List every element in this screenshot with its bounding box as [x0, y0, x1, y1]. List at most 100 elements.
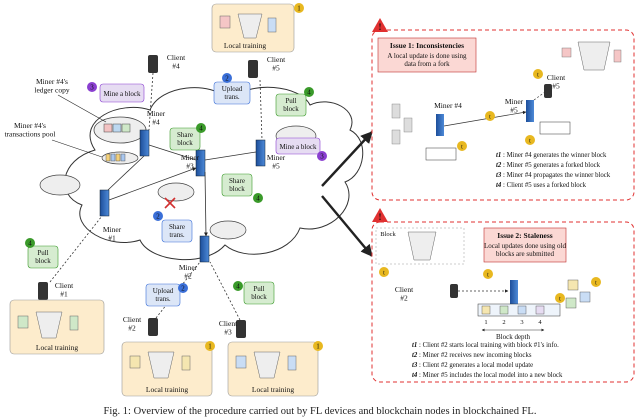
depth-num-2: 2	[502, 319, 505, 326]
client-1-phone	[38, 282, 48, 300]
panel-2-legend-item: t3 : Client #2 generates a local model u…	[412, 362, 533, 369]
figure-caption: Fig. 1: Overview of the procedure carrie…	[103, 406, 537, 417]
svg-text:2: 2	[225, 75, 229, 83]
local-training-client-5: Local training	[211, 3, 295, 53]
svg-text:4: 4	[307, 89, 311, 97]
arrow-to-panel-1	[321, 131, 373, 187]
client-5-label: Client#5	[267, 55, 286, 73]
panel-1-legend-item: t1 : Miner #4 generates the winner block	[496, 152, 607, 159]
svg-text:4: 4	[199, 125, 203, 133]
panel-1-legend-item: t3 : Miner #4 propagates the winner bloc…	[496, 172, 611, 179]
miner-2-server	[199, 235, 210, 263]
svg-text:!: !	[379, 212, 382, 222]
panel-2-block-label: Block	[380, 231, 396, 238]
step-badge-2-client-5: 2	[222, 73, 232, 83]
local-training-client-3: Local training	[227, 341, 319, 397]
step-badge-1-client-3: 1	[313, 341, 323, 351]
svg-text:t: t	[537, 73, 539, 79]
client-4-phone	[148, 55, 158, 73]
svg-text:t: t	[461, 145, 463, 151]
issue-1-title: Issue 1: Inconsistencies	[390, 41, 464, 50]
t-badge-1: t	[457, 141, 467, 151]
miner-5-label: Miner#5	[267, 153, 286, 171]
mine-block-tag-miner-4: Mine a block	[99, 83, 145, 103]
warning-icon-2: !	[372, 208, 388, 222]
incoming-blocks	[565, 279, 591, 309]
panel-2-legend-item: t1 : Client #2 starts local training wit…	[412, 342, 559, 349]
local-training-client-5-label: Local training	[224, 41, 267, 50]
miner-1-ledger	[39, 174, 81, 196]
t-badge-4: t	[533, 69, 543, 79]
svg-text:1: 1	[297, 5, 301, 13]
miner-4-server	[139, 129, 150, 157]
client-3-phone	[236, 320, 246, 338]
panel-1-miner5: Miner#5	[505, 97, 524, 115]
panel-2-legend-item: t2 : Miner #2 receives new incoming bloc…	[412, 352, 532, 359]
warning-icon: !	[372, 18, 388, 32]
panel-1-client5: Client#5	[547, 73, 566, 91]
svg-text:t: t	[529, 139, 531, 145]
step-badge-2-share-trans: 2	[153, 211, 163, 221]
panel-1-legend-item: t2 : Miner #5 generates a forked block	[496, 162, 601, 169]
miner-1-label: Miner#1	[103, 225, 122, 243]
step-badge-2-client-2: 2	[178, 283, 188, 293]
t2-badge-2: t	[555, 293, 565, 303]
step-badge-4-client-3: 4	[233, 281, 243, 291]
miner-4-label: Miner#4	[147, 109, 166, 127]
svg-text:4: 4	[28, 240, 32, 248]
local-training-client-1: Local training	[9, 299, 105, 355]
step-badge-4-client-1: 4	[25, 238, 35, 248]
miner-4-trans-pool	[101, 151, 139, 165]
local-training-client-3-label: Local training	[252, 385, 295, 394]
t-badge-3: t	[485, 111, 495, 121]
t2-badge-3: t	[483, 269, 493, 279]
local-training-client-1-label: Local training	[36, 343, 79, 352]
block-chain-row	[477, 303, 561, 317]
svg-text:t: t	[559, 297, 561, 303]
miner-links	[107, 144, 257, 237]
svg-text:t: t	[489, 115, 491, 121]
client-5-phone	[248, 60, 258, 78]
miner-3-label: Miner#3	[181, 153, 200, 171]
panel-inconsistencies: ! Issue 1: Inconsistencies A local updat…	[371, 18, 635, 201]
svg-text:3: 3	[320, 153, 324, 161]
t2-badge-4: t	[591, 277, 601, 287]
miner-2-label: Miner#2	[179, 263, 198, 281]
panel-1-legend-item: t4 : Client #5 uses a forked block	[496, 182, 587, 189]
local-training-client-2-label: Local training	[146, 385, 189, 394]
step-badge-4-client-5: 4	[304, 87, 314, 97]
block-depth-label: Block depth	[496, 333, 531, 341]
client-2-phone	[148, 318, 158, 336]
mine-block-tag-miner-5: Mine a block	[275, 137, 321, 155]
panel-2-client2: Client#2	[395, 285, 414, 303]
svg-text:3: 3	[90, 84, 94, 92]
panel-2-legend: t1 : Client #2 starts local training wit…	[412, 342, 563, 379]
miner-4-ledger	[93, 116, 147, 144]
depth-num-4: 4	[538, 319, 542, 326]
t2-badge-1: t	[379, 267, 389, 277]
step-badge-1-client-5: 1	[294, 3, 304, 13]
arrow-to-panel-2	[321, 195, 373, 257]
client-3-label: Client#3	[219, 319, 238, 337]
svg-text:Mine a block: Mine a block	[104, 90, 141, 98]
t-badge-2: t	[525, 135, 535, 145]
svg-text:!: !	[379, 22, 382, 32]
client-1-label: Client#1	[55, 281, 74, 299]
svg-text:2: 2	[156, 213, 160, 221]
